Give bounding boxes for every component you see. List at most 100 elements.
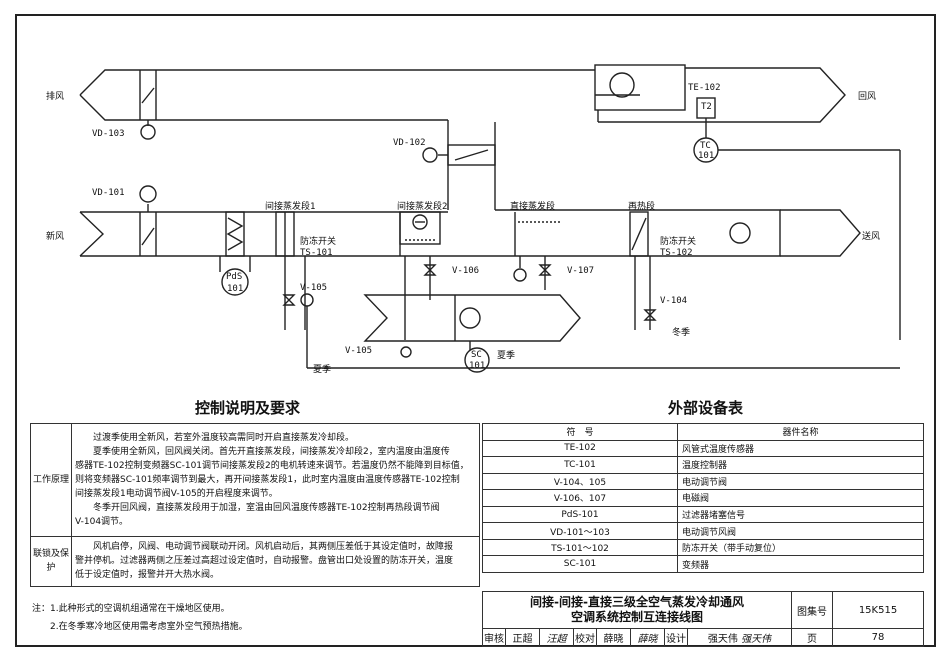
label-antifreeze2: 防冻开关 bbox=[660, 237, 697, 247]
cell-name: 防冻开关（带手动复位） bbox=[677, 538, 924, 557]
label-direct: 直接蒸发段 bbox=[510, 202, 556, 212]
direct-stage bbox=[513, 221, 560, 290]
control-row: 联锁及保护 风机启停，风阀、电动调节阀联动开闭。风机启动后，其两侧压差低于其设定… bbox=[30, 535, 480, 588]
label-antifreeze1: 防冻开关 bbox=[300, 237, 337, 247]
title-block: 间接-间接-直接三级全空气蒸发冷却通风 空调系统控制互连接线图 图集号 15K5… bbox=[482, 591, 924, 647]
label-v106: V-106 bbox=[452, 266, 480, 276]
label-supply-air: 送风 bbox=[862, 232, 881, 242]
control-value: 过渡季使用全新风，若室外温度较高需同时开启直接蒸发冷却段。 夏季使用全新风，回风… bbox=[71, 423, 480, 537]
label-vd103: VD-103 bbox=[92, 129, 125, 139]
cell-name: 变频器 bbox=[677, 555, 924, 573]
atlas-label: 图集号 bbox=[791, 591, 833, 629]
cell-symbol: SC-101 bbox=[482, 555, 678, 573]
control-value: 风机启停，风阀、电动调节阀联动开闭。风机启动后，其两侧压差低于其设定值时，故障报… bbox=[71, 535, 480, 588]
label-te102: TE-102 bbox=[688, 83, 721, 93]
return-duct bbox=[597, 67, 901, 340]
secondary-fan bbox=[363, 294, 581, 373]
cell-name: 温度控制器 bbox=[677, 456, 924, 474]
checker-signature: 薛晓 bbox=[630, 628, 665, 647]
label-pds-a: PdS bbox=[226, 272, 243, 282]
valves bbox=[282, 256, 900, 369]
drawing-title-line1: 间接-间接-直接三级全空气蒸发冷却通风 bbox=[530, 595, 744, 609]
label-tc101-a: TC bbox=[700, 141, 711, 151]
note-line: 2.在冬季寒冷地区使用需考虑室外空气预热措施。 bbox=[32, 622, 248, 632]
label-summer2: 夏季 bbox=[313, 365, 332, 375]
label-sc-b: 101 bbox=[469, 361, 486, 371]
header-name: 器件名称 bbox=[677, 423, 924, 441]
cell-symbol: VD-101～103 bbox=[482, 522, 678, 540]
control-line: 警并停机。过滤器两侧之压差过高超过设定值时，自动报警。盘管出口处设置的防冻开关，… bbox=[75, 556, 454, 567]
external-title: 外部设备表 bbox=[668, 399, 744, 417]
page-label: 页 bbox=[791, 628, 833, 647]
label-pds-b: 101 bbox=[227, 284, 244, 294]
drawing-title-line2: 空调系统控制互连接线图 bbox=[570, 610, 703, 624]
label-v107: V-107 bbox=[567, 266, 595, 276]
page-number: 78 bbox=[832, 628, 924, 647]
label-v105b: V-105 bbox=[345, 346, 373, 356]
supply-ahu bbox=[79, 185, 861, 257]
label-sc-a: SC bbox=[471, 350, 482, 360]
cell-name: 风管式温度传感器 bbox=[677, 439, 924, 458]
label-fresh-air: 新风 bbox=[46, 232, 65, 242]
cell-symbol: TE-102 bbox=[482, 439, 678, 458]
designer-signature: 强天伟 bbox=[741, 634, 772, 645]
note-line: 注：1.此种形式的空调机组通常在干燥地区使用。 bbox=[32, 604, 230, 614]
cell-symbol: PdS-101 bbox=[482, 505, 678, 524]
indirect-stage-2 bbox=[399, 211, 441, 340]
label-ts102: TS-102 bbox=[660, 248, 693, 258]
designer-name-text: 强天伟 bbox=[707, 634, 738, 645]
control-line: 间接蒸发段1电动调节阀V-105的开启程度来调节。 bbox=[75, 488, 278, 499]
pds-sensor bbox=[219, 256, 251, 296]
cell-symbol: TS-101～102 bbox=[482, 538, 678, 557]
control-line: 冬季开回风阀，直接蒸发段用于加湿，室温由回风温度传感器TE-102控制再热段调节… bbox=[75, 502, 440, 513]
label-return-air: 回风 bbox=[858, 92, 877, 102]
label-exhaust: 排风 bbox=[46, 92, 65, 102]
drawing-title: 间接-间接-直接三级全空气蒸发冷却通风 空调系统控制互连接线图 bbox=[482, 591, 792, 629]
control-row: 工作原理 过渡季使用全新风，若室外温度较高需同时开启直接蒸发冷却段。 夏季使用全… bbox=[30, 423, 480, 537]
cell-name: 电磁阀 bbox=[677, 489, 924, 507]
label-v104: V-104 bbox=[660, 296, 688, 306]
atlas-number: 15K515 bbox=[832, 591, 924, 629]
label-stage1: 间接蒸发段1 bbox=[265, 202, 316, 212]
reviewer-signature: 汪超 bbox=[539, 628, 574, 647]
control-line: 夏季使用全新风，回风阀关闭。首先开直接蒸发段，间接蒸发冷却段2，室内温度由温度传 bbox=[75, 446, 450, 457]
check-label: 校对 bbox=[573, 628, 597, 647]
cell-name: 过滤器堵塞信号 bbox=[677, 505, 924, 524]
label-vd101: VD-101 bbox=[92, 188, 125, 198]
label-tc101-b: 101 bbox=[698, 151, 715, 161]
reviewer-name: 正超 bbox=[505, 628, 540, 647]
label-stage2: 间接蒸发段2 bbox=[397, 202, 448, 212]
table-header: 符 号 器件名称 bbox=[482, 423, 924, 441]
label-reheat: 再热段 bbox=[628, 202, 656, 212]
header-symbol: 符 号 bbox=[482, 423, 678, 441]
label-v105: V-105 bbox=[300, 283, 328, 293]
cell-symbol: TC-101 bbox=[482, 456, 678, 474]
label-vd102: VD-102 bbox=[393, 138, 426, 148]
control-key: 工作原理 bbox=[30, 423, 72, 537]
control-title: 控制说明及要求 bbox=[195, 399, 301, 417]
control-line: 则将变频器SC-101频率调节到最大，再开间接蒸发段1，此时室内温度由温度传感器… bbox=[75, 474, 460, 485]
drawing-frame bbox=[15, 14, 936, 647]
control-line: 风机启停，风阀、电动调节阀联动开闭。风机启动后，其两侧压差低于其设定值时，故障报 bbox=[75, 542, 454, 553]
design-label: 设计 bbox=[664, 628, 688, 647]
control-key: 联锁及保护 bbox=[30, 535, 72, 588]
control-line: V-104调节。 bbox=[75, 516, 129, 527]
mixing-duct bbox=[422, 120, 496, 210]
control-line: 过渡季使用全新风，若室外温度较高需同时开启直接蒸发冷却段。 bbox=[75, 432, 355, 443]
control-line: 低于设定值时，报警并开大热水阀。 bbox=[75, 570, 220, 581]
checker-name: 薛晓 bbox=[596, 628, 631, 647]
exhaust-duct bbox=[79, 69, 595, 140]
control-table: 工作原理 过渡季使用全新风，若室外温度较高需同时开启直接蒸发冷却段。 夏季使用全… bbox=[30, 423, 480, 588]
notes: 注：1.此种形式的空调机组通常在干燥地区使用。 2.在冬季寒冷地区使用需考虑室外… bbox=[32, 600, 248, 636]
cell-symbol: V-104、105 bbox=[482, 472, 678, 491]
cell-symbol: V-106、107 bbox=[482, 489, 678, 507]
